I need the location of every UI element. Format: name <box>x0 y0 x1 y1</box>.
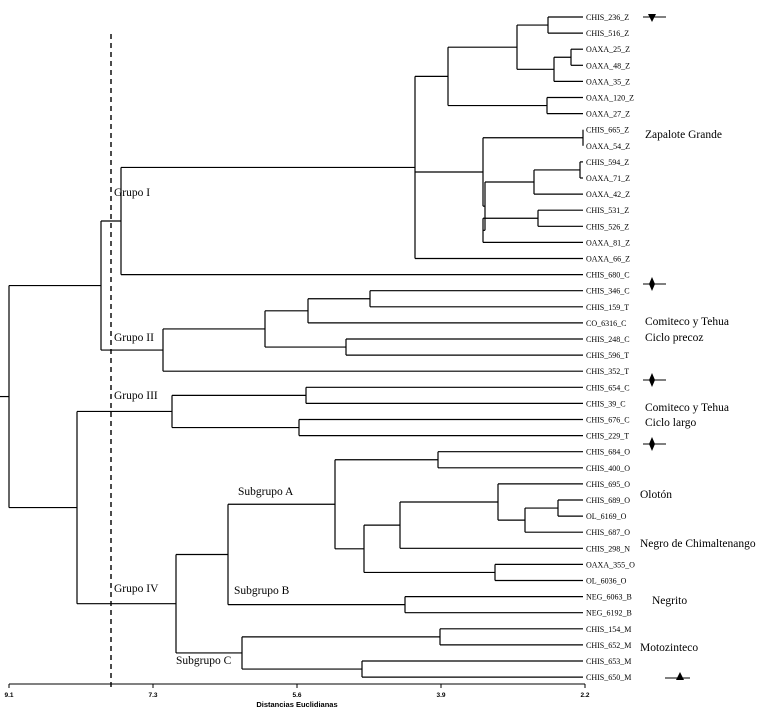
leaf-label: OAXA_66_Z <box>586 255 630 264</box>
grupo-ii-label: Grupo II <box>114 332 154 344</box>
leaf-label: OAXA_27_Z <box>586 110 630 119</box>
x-axis-title: Distancias Euclidianas <box>256 700 337 709</box>
leaf-label: CHIS_229_T <box>586 432 629 441</box>
leaf-label: CHIS_298_N <box>586 544 630 553</box>
leaf-label: CHIS_526_Z <box>586 222 629 231</box>
grupo-iv-label: Grupo IV <box>114 583 159 595</box>
comiteco-largo-line1: Comiteco y Tehua <box>645 402 729 414</box>
subgrupo-c-label: Subgrupo C <box>176 655 232 667</box>
motozinteco-label: Motozinteco <box>640 642 698 654</box>
x-axis <box>8 683 586 688</box>
leaf-label: CHIS_676_C <box>586 416 630 425</box>
x-tick-3: 5.6 <box>292 692 301 699</box>
leaf-label: OAXA_48_Z <box>586 61 630 70</box>
leaf-label: CHIS_654_C <box>586 383 630 392</box>
comiteco-largo-line2: Ciclo largo <box>645 417 696 429</box>
leaf-label: OAXA_42_Z <box>586 190 630 199</box>
down-triangle-marker <box>643 14 666 22</box>
leaf-label: CHIS_531_Z <box>586 206 629 215</box>
leaf-label: OAXA_25_Z <box>586 45 630 54</box>
x-tick-5: 2.2 <box>580 692 589 699</box>
x-tick-2: 7.3 <box>148 692 157 699</box>
leaf-label: OAXA_54_Z <box>586 142 630 151</box>
x-tick-1: 9.1 <box>4 692 13 699</box>
leaf-label: CHIS_154_M <box>586 625 631 634</box>
dendrogram-branches <box>0 16 584 678</box>
leaf-label: CHIS_400_O <box>586 464 630 473</box>
leaf-label: CHIS_680_C <box>586 271 630 280</box>
zapalote-grande-label: Zapalote Grande <box>645 129 722 141</box>
leaf-label: NEG_6063_B <box>586 593 632 602</box>
leaf-label: CHIS_652_M <box>586 641 631 650</box>
leaf-label: CO_6316_C <box>586 319 626 328</box>
leaf-label: CHIS_695_O <box>586 480 630 489</box>
x-tick-4: 3.9 <box>436 692 445 699</box>
leaf-label: CHIS_346_C <box>586 287 630 296</box>
diamond-marker-3 <box>643 437 666 451</box>
leaf-label: CHIS_650_M <box>586 673 631 682</box>
comiteco-precoz-line2: Ciclo precoz <box>645 332 703 344</box>
oloton-label: Olotón <box>640 489 672 501</box>
leaf-label: CHIS_689_O <box>586 496 630 505</box>
leaf-label: CHIS_352_T <box>586 367 629 376</box>
diamond-marker-2 <box>643 373 666 387</box>
leaf-label: NEG_6192_B <box>586 609 632 618</box>
grupo-i-label: Grupo I <box>114 187 150 199</box>
leaf-labels: CHIS_236_Z CHIS_516_Z OAXA_25_Z OAXA_48_Z OA… <box>586 13 635 682</box>
leaf-label: OAXA_81_Z <box>586 238 630 247</box>
leaf-label: CHIS_594_Z <box>586 158 629 167</box>
leaf-label: CHIS_248_C <box>586 335 630 344</box>
up-triangle-marker <box>665 672 690 680</box>
subgrupo-a-label: Subgrupo A <box>238 486 294 498</box>
leaf-label: CHIS_39_C <box>586 399 626 408</box>
leaf-label: CHIS_687_O <box>586 528 630 537</box>
leaf-label: CHIS_653_M <box>586 657 631 666</box>
leaf-label: CHIS_516_Z <box>586 29 629 38</box>
leaf-label: OAXA_120_Z <box>586 94 634 103</box>
grupo-iii-label: Grupo III <box>114 390 158 402</box>
leaf-label: CHIS_236_Z <box>586 13 629 22</box>
negrito-label: Negrito <box>652 595 687 607</box>
leaf-label: OL_6036_O <box>586 577 627 586</box>
leaf-label: OAXA_35_Z <box>586 77 630 86</box>
comiteco-precoz-line1: Comiteco y Tehua <box>645 316 729 328</box>
leaf-label: OAXA_71_Z <box>586 174 630 183</box>
leaf-label: CHIS_596_T <box>586 351 629 360</box>
leaf-label: CHIS_665_Z <box>586 126 629 135</box>
diamond-marker-1 <box>643 277 666 291</box>
leaf-label: CHIS_159_T <box>586 303 629 312</box>
negro-chimaltenango-label: Negro de Chimaltenango <box>640 538 756 550</box>
leaf-label: OL_6169_O <box>586 512 627 521</box>
leaf-label: CHIS_684_O <box>586 448 630 457</box>
leaf-label: OAXA_355_O <box>586 560 635 569</box>
subgrupo-b-label: Subgrupo B <box>234 585 290 597</box>
